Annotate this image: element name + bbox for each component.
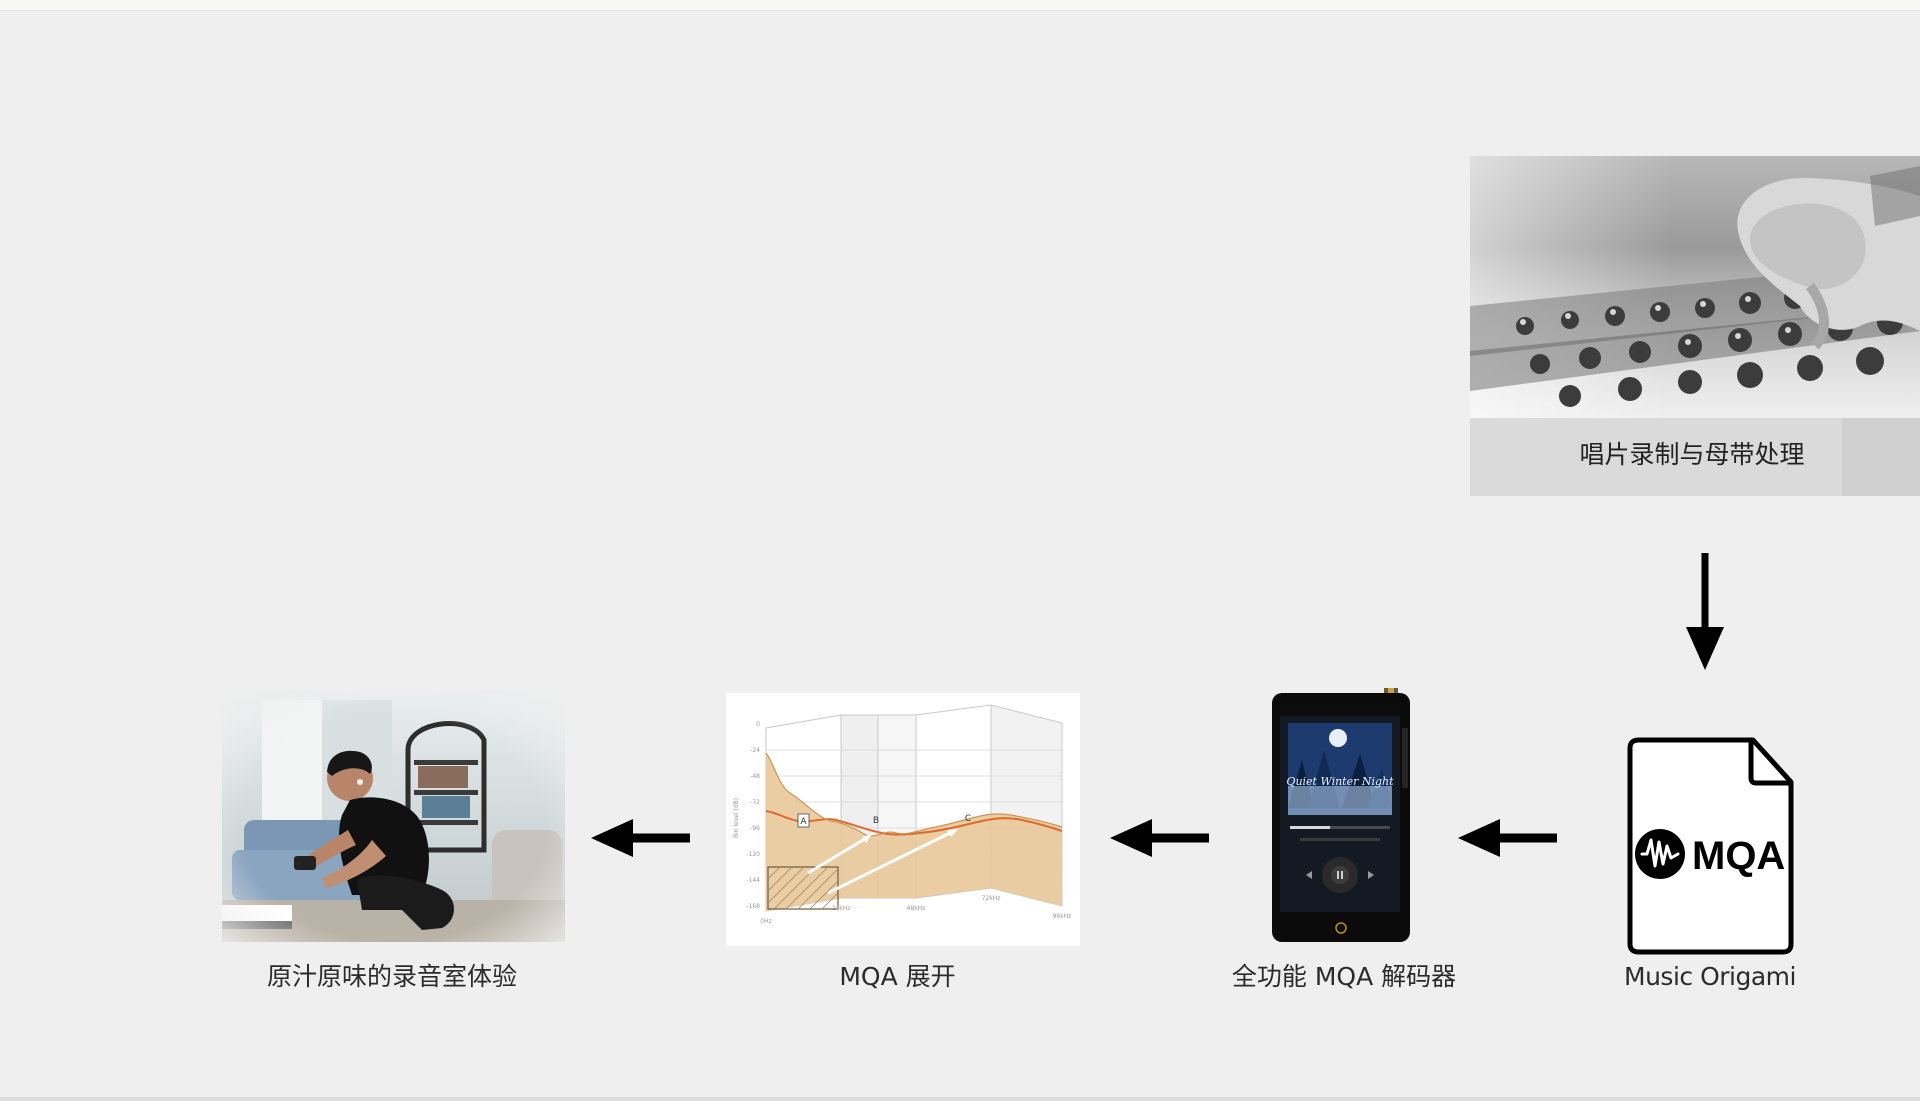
digital-audio-player: Quiet Winter Night (1272, 688, 1410, 942)
y-tick: -24 (750, 747, 760, 754)
marker-c: C (965, 814, 971, 824)
mqa-logo-text: MQA (1692, 834, 1785, 878)
listener-photo (222, 690, 565, 942)
x-tick: 96kHz (1053, 913, 1072, 920)
y-tick: -120 (746, 851, 760, 858)
caption-band (1470, 418, 1842, 496)
y-tick: 0 (756, 721, 760, 728)
bottom-divider (0, 1097, 1920, 1101)
step-caption-recording: 唱片录制与母带处理 (1579, 440, 1805, 469)
marker-a: A (800, 817, 807, 827)
x-tick: 48kHz (907, 905, 926, 912)
caption-band-end (1842, 418, 1920, 496)
step-caption-studio: 原汁原味的录音室体验 (266, 962, 517, 991)
y-axis-label: Bin level (dB) (733, 798, 740, 838)
mixing-console-photo (1470, 156, 1920, 418)
y-tick: -168 (746, 903, 760, 910)
marker-b: B (873, 816, 879, 826)
album-title-text: Quiet Winter Night (1286, 775, 1394, 788)
top-strip (0, 0, 1920, 11)
y-tick: -72 (750, 799, 760, 806)
x-tick: 0Hz (760, 918, 771, 925)
y-tick: -48 (750, 773, 760, 780)
x-tick: 72kHz (982, 895, 1001, 902)
arrow-left-icon (591, 819, 690, 857)
arrow-down-icon (1686, 553, 1724, 670)
x-tick: 24kHz (832, 905, 851, 912)
arrow-left-icon (1458, 819, 1557, 857)
mqa-file-icon: MQA (1627, 737, 1794, 955)
y-tick: -96 (750, 825, 760, 832)
y-tick: -144 (746, 877, 760, 884)
step-caption-decoder: 全功能 MQA 解码器 (1231, 962, 1457, 991)
mqa-unfold-chart: A B C 0 -24 -48 -72 -96 -120 -144 -168 B… (726, 693, 1080, 946)
step-caption-origami: Music Origami (1624, 962, 1796, 991)
step-caption-unfold: MQA 展开 (839, 962, 956, 991)
arrow-left-icon (1110, 819, 1209, 857)
recording-card: 唱片录制与母带处理 (1470, 156, 1920, 496)
